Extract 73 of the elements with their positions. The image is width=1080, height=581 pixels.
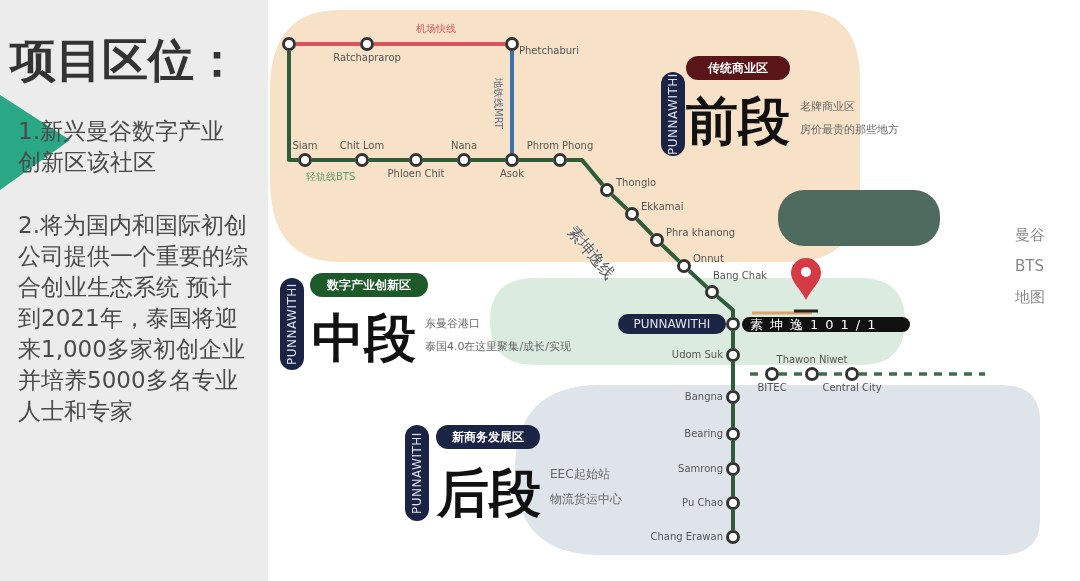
rail-line: [859, 372, 985, 376]
description: 物流货运中心: [550, 492, 622, 506]
station-name: Asok: [500, 168, 524, 180]
station-name: Phrom Phong: [526, 140, 594, 152]
rail-line: [567, 158, 605, 186]
station-name: Central City: [822, 382, 882, 394]
line-name: 地铁线MRT: [492, 78, 505, 129]
station-name: Onnut: [693, 253, 724, 265]
rail-line: [731, 441, 735, 462]
line-badge: PUNNAWITHI: [405, 425, 429, 521]
description: 泰国4.0在这里聚集/成长/实现: [425, 340, 571, 354]
rail-line: [369, 158, 409, 162]
description: 东曼谷港口: [425, 317, 480, 331]
station-name: Bang Chak: [713, 270, 768, 282]
station-name: Thawon Niwet: [776, 354, 848, 366]
station-name: Ratchaprarop: [333, 52, 401, 64]
description: EEC起始站: [550, 467, 610, 481]
station-name: Ekkamai: [641, 201, 684, 213]
line-badge: PUNNAWITHI: [618, 314, 726, 334]
rail-line: [471, 158, 505, 162]
rail-line: [610, 193, 629, 211]
district-heading: 前段: [686, 93, 790, 149]
rail-line: [519, 158, 553, 162]
rail-line: [687, 269, 709, 289]
map-caption: 地图: [1015, 290, 1045, 304]
station-name: Thonglo: [616, 177, 657, 189]
district-tag: 数字产业创新区: [310, 273, 428, 297]
title: 项目区位：: [10, 32, 240, 89]
rail-line: [819, 372, 845, 376]
map-caption: BTS: [1015, 259, 1044, 273]
rail-line: [312, 158, 355, 162]
station-name: Udom Suk: [671, 349, 723, 361]
station-name: Pu Chao: [682, 497, 723, 509]
station-name: Nana: [450, 140, 478, 152]
rail-line: [635, 217, 654, 237]
rail-line: [731, 404, 735, 427]
station-name: Phetchaburi: [519, 45, 579, 57]
rail-line: [731, 510, 735, 530]
station-name: Phra khanong: [666, 227, 736, 239]
rail-line: [296, 42, 360, 46]
district-tag: 新商务发展区: [436, 425, 540, 449]
station-name: Chang Erawan: [650, 531, 723, 543]
rail-line: [716, 295, 735, 317]
rail-line: [731, 362, 735, 390]
district-heading: 中段: [312, 310, 416, 366]
station-name: Siam: [292, 140, 318, 152]
map-caption: 曼谷: [1015, 228, 1045, 242]
description: 房价最贵的那些地方: [800, 123, 899, 137]
rail-line: [423, 158, 457, 162]
rail-line: [374, 42, 505, 46]
rail-line: [731, 476, 735, 496]
station-name: Bangna: [684, 391, 723, 403]
line-badge: PUNNAWITHI: [280, 278, 304, 370]
district-tag: 传统商业区: [686, 56, 790, 80]
paragraph: 2.将为国内和国际初创公司提供一个重要的综合创业生态系统 预计到2021年，泰国将迎来1,000多家初创企业并培养5000多名专业人士和专家: [18, 211, 249, 426]
station-name: Phloen Chit: [387, 168, 445, 180]
rail-line: [287, 51, 298, 162]
project-box: [778, 190, 940, 246]
rail-line: [779, 372, 805, 376]
station-name: Chit Lom: [339, 140, 385, 152]
line-badge: PUNNAWITHI: [661, 72, 685, 156]
line-name: 轻轨线BTS: [306, 170, 356, 184]
rail-line: [510, 51, 514, 153]
rail-line: [731, 331, 735, 348]
line-name: 素坤逸线: [562, 222, 620, 285]
station-name: Bearing: [684, 428, 723, 440]
address-bar: 素坤逸101/1: [742, 317, 910, 332]
station-name: Samrong: [678, 463, 723, 475]
station-name: BITEC: [757, 382, 787, 394]
description: 老牌商业区: [800, 100, 855, 114]
district-heading: 后段: [437, 465, 541, 521]
line-name: 机场快线: [416, 22, 456, 36]
rail-line: [660, 243, 681, 263]
